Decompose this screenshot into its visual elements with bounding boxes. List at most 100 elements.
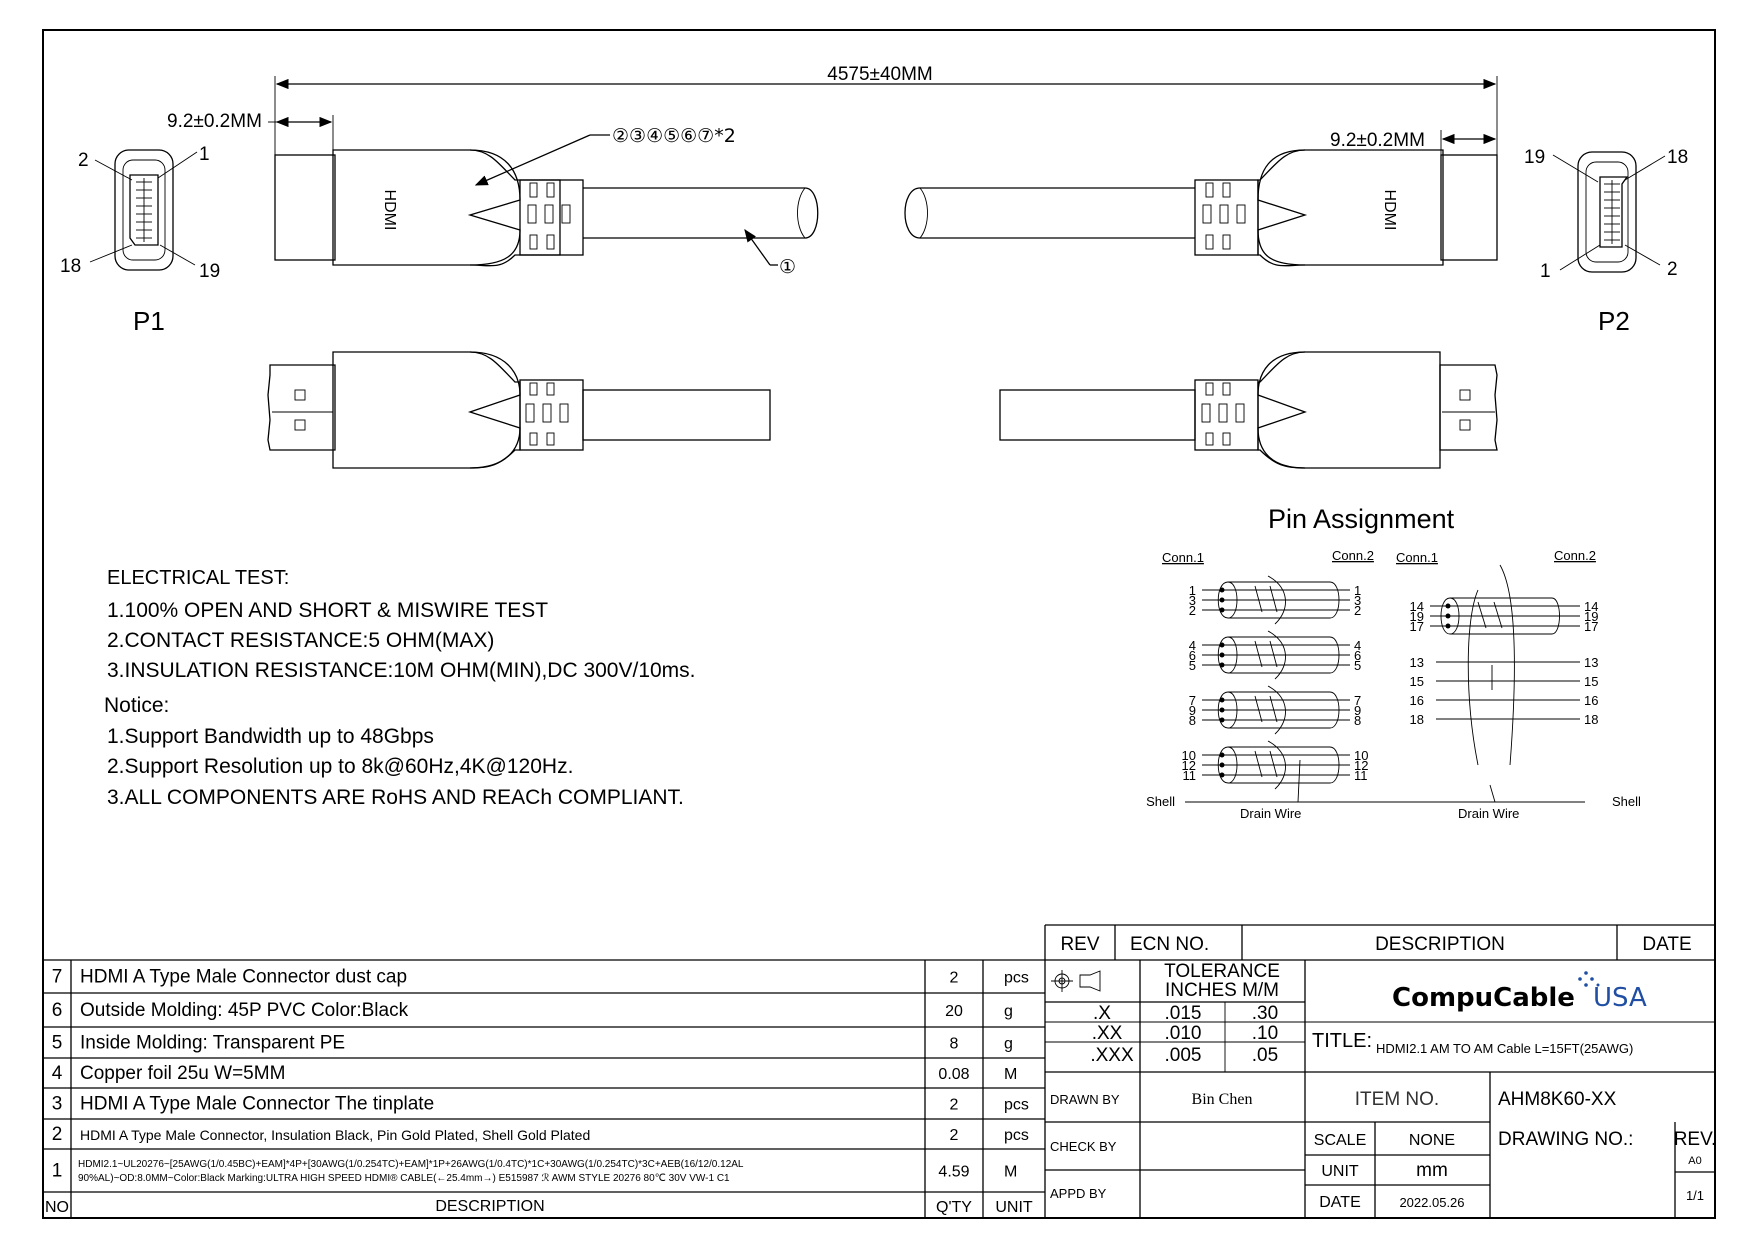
pin-label-conn1: 19 [1410,609,1424,624]
pin-junction [1219,697,1225,703]
p2-pin-19: 19 [1524,147,1545,168]
cable-callout-text: ① [779,256,796,278]
pin-label-conn1: 11 [1183,768,1197,783]
sheet-border [42,29,1716,1219]
bom-row-no: 6 [52,1000,63,1021]
top-right-connector: HDMI [904,149,1498,267]
p2-label: P2 [1598,306,1630,336]
pin-label-conn2: 17 [1584,619,1598,634]
pin-label-conn1: 9 [1189,703,1196,718]
pin-label-conn2: 16 [1584,693,1598,708]
pin-label-conn2: 3 [1354,593,1361,608]
tol-x-mm: .30 [1252,1003,1278,1024]
p1-connector-face: 2 1 18 19 P1 [60,144,220,336]
pin-label-conn1: 13 [1410,655,1424,670]
drain-wire-left-label: Drain Wire [1240,806,1301,821]
tb-drawn-by-label: DRAWN BY [1050,1092,1120,1107]
company-suffix: USA [1593,983,1647,1013]
electrical-test-notes: ELECTRICAL TEST: 1.100% OPEN AND SHORT &… [107,567,696,682]
bom-row-no: 2 [52,1124,63,1145]
bom-row-qty: 2 [950,1097,959,1114]
tol-xx-mm: .10 [1252,1023,1278,1044]
tb-check-by-label: CHECK BY [1050,1139,1117,1154]
electrical-test-item-1: 1.100% OPEN AND SHORT & MISWIRE TEST [107,599,548,622]
tb-rev-label: REV [1060,934,1099,955]
pin-label-conn1: 1 [1189,583,1196,598]
pin-junction [1445,623,1451,629]
pin-label-conn1: 10 [1182,748,1196,763]
top-left-logo: HDMI [381,190,398,231]
pin-label-conn2: 2 [1354,603,1361,618]
tb-title-value: HDMI2.1 AM TO AM Cable L=15FT(25AWG) [1376,1041,1633,1056]
drain-wire-right-label: Drain Wire [1458,806,1519,821]
bom-row-no: 7 [52,967,63,988]
p2-connector-face: 19 18 1 2 P2 [1524,147,1688,336]
top-left-connector: HDMI [274,149,819,267]
pin-label-conn1: 12 [1182,758,1196,773]
side-right-connector [999,351,1498,469]
tol-xxx-mm: .05 [1252,1045,1278,1066]
bom-row-no: 3 [52,1094,63,1115]
tb-inches-mm-label: INCHES M/M [1165,980,1279,1001]
pin-label-conn1: 17 [1410,619,1424,634]
tb-date-label: DATE [1642,934,1691,955]
parts-callout: ②③④⑤⑥⑦*2 [474,125,736,186]
bom-row-no: 4 [52,1063,63,1084]
p2-pin-18: 18 [1667,147,1688,168]
notice-item-1: 1.Support Bandwidth up to 48Gbps [107,725,434,748]
pin-label-conn1: 2 [1189,603,1196,618]
conn1-left-label: Conn.1 [1162,550,1204,565]
pin-junction [1445,613,1451,619]
electrical-test-heading: ELECTRICAL TEST: [107,567,289,589]
pin-junction [1445,603,1451,609]
notice-heading: Notice: [104,694,169,717]
pin-junction [1219,607,1225,613]
company-name: CompuCable [1392,983,1575,1013]
notice-item-3: 3.ALL COMPONENTS ARE RoHS AND REACh COMP… [107,786,684,809]
pin-junction [1219,642,1225,648]
pin-label-conn2: 15 [1584,674,1598,689]
pin-assignment: Pin Assignment Conn.1 Conn.2 Conn.1 Conn… [1146,504,1641,821]
pin-label-conn2: 1 [1354,583,1361,598]
tb-description-label: DESCRIPTION [1375,934,1505,955]
pin-label-conn2: 12 [1354,758,1368,773]
bom-row-qty: 2 [950,1127,959,1144]
left-pitch-text: 9.2±0.2MM [167,111,262,132]
tb-unit-value: mm [1416,1160,1448,1181]
pin-label-conn1: 6 [1189,648,1196,663]
pin-junction [1219,587,1225,593]
conn2-left-label: Conn.2 [1332,548,1374,563]
pin-junction [1219,707,1225,713]
drain-wire-left [1185,759,1301,803]
p1-pin-1: 1 [199,144,210,165]
tb-rev-value: A0 [1688,1155,1701,1167]
bom-row-no: 1 [52,1161,63,1182]
tb-drawn-by-value: Bin Chen [1192,1091,1253,1108]
tb-item-no-label: ITEM NO. [1355,1089,1439,1110]
bom-row-unit: pcs [1004,970,1029,987]
bom-row-unit: g [1004,1003,1013,1020]
bom-row-qty: 20 [945,1003,963,1020]
tb-scale-value: NONE [1409,1132,1455,1149]
overall-length-text: 4575±40MM [827,64,932,85]
bom-row-unit: g [1004,1036,1013,1053]
bom-row-no: 5 [52,1033,63,1054]
tb-title-label: TITLE: [1312,1030,1372,1052]
notice-notes: Notice: 1.Support Bandwidth up to 48Gbps… [104,694,684,809]
tol-xxx-inch: .005 [1165,1045,1202,1066]
tol-x-inch: .015 [1165,1003,1202,1024]
pin-label-conn1: 16 [1410,693,1424,708]
bom-header-qty: Q'TY [936,1199,972,1216]
pin-label-conn1: 4 [1189,638,1196,653]
tb-date-value: 2022.05.26 [1399,1195,1464,1210]
